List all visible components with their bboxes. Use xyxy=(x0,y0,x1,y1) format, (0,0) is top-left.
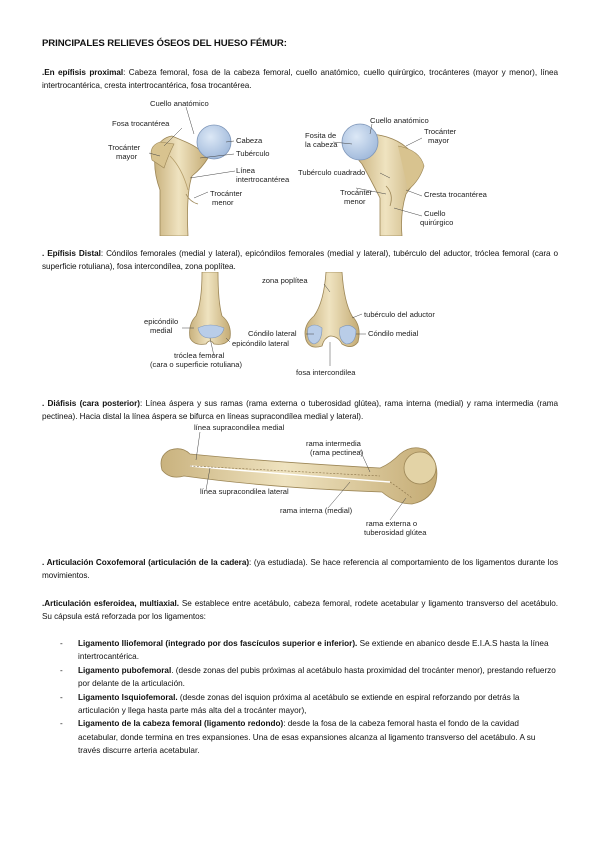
label-condilo-lateral: Cóndilo lateral xyxy=(248,329,297,338)
list-dash: - xyxy=(60,692,63,702)
label-rama-interna: rama interna (medial) xyxy=(280,506,353,515)
ligamento-text: (desde zonas del isquion próxima al acet… xyxy=(78,692,520,716)
epifisis-proximal-paragraph: .En epífisis proximal: Cabeza femoral, f… xyxy=(42,66,558,93)
label-cresta-trocanterea: Cresta trocantérea xyxy=(424,190,488,199)
label-cuello-quirurgico-1: Cuello xyxy=(424,209,446,218)
label-linea-supracondilea-lateral: línea supracondilea lateral xyxy=(200,487,289,496)
epifisis-distal-paragraph: . Epífisis Distal: Cóndilos femorales (m… xyxy=(42,247,558,274)
list-item: - Ligamento de la cabeza femoral (ligame… xyxy=(60,717,558,757)
label-rama-intermedia-1: rama intermedia xyxy=(306,439,362,448)
label-rama-intermedia-2: (rama pectinea) xyxy=(310,448,364,457)
epifisis-distal-heading: . Epífisis Distal xyxy=(42,249,101,258)
ligamento-text: . (desde zonas del pubis próximas al ace… xyxy=(78,665,556,689)
ligamentos-list: - Ligamento Iliofemoral (integrado por d… xyxy=(60,637,558,758)
label-troclea-2: (cara o superficie rotuliana) xyxy=(150,360,242,369)
label-epicondilo-medial-1: epicóndilo xyxy=(144,317,178,326)
ligamento-name: Ligamento Isquiofemoral. xyxy=(78,692,178,702)
articulacion-esferoidea-paragraph: .Articulación esferoidea, multiaxial. Se… xyxy=(42,597,558,624)
epifisis-proximal-text: : Cabeza femoral, fosa de la cabeza femo… xyxy=(42,68,559,91)
label-rama-externa-2: tuberosidad glútea xyxy=(364,528,427,537)
label-trocanter-menor-left-1: Trocánter xyxy=(210,189,243,198)
label-cuello-anatomico-left: Cuello anatómico xyxy=(150,99,209,108)
label-fosa-trocanterea: Fosa trocantérea xyxy=(112,119,170,128)
label-cuello-anatomico-right: Cuello anatómico xyxy=(370,116,429,125)
label-troclea-1: tróclea femoral xyxy=(174,351,225,360)
list-item: - Ligamento Iliofemoral (integrado por d… xyxy=(60,637,558,664)
distal-femur-anterior-illustration xyxy=(189,272,231,345)
distal-femur-figure: epicóndilo medial tróclea femoral (cara … xyxy=(144,272,435,377)
label-trocanter-menor-right-2: menor xyxy=(344,197,366,206)
label-epicondilo-lateral: epicóndilo lateral xyxy=(232,339,289,348)
ligamento-name: Ligamento de la cabeza femoral (ligament… xyxy=(78,719,284,729)
label-rama-externa-1: rama externa o xyxy=(366,519,417,528)
label-trocanter-mayor-left-1: Trocánter xyxy=(108,143,141,152)
label-zona-poplitea: zona poplítea xyxy=(262,276,308,285)
label-trocanter-mayor-right-2: mayor xyxy=(428,136,450,145)
list-dash: - xyxy=(60,665,63,675)
diafisis-heading: . Diáfisis (cara posterior) xyxy=(42,399,140,408)
label-cuello-quirurgico-2: quirúrgico xyxy=(420,218,453,227)
list-dash: - xyxy=(60,639,63,648)
label-fosita-2: la cabeza xyxy=(305,140,338,149)
label-trocanter-mayor-left-2: mayor xyxy=(116,152,138,161)
esferoidea-text: Se establece entre acetábulo, cabeza fem… xyxy=(42,599,558,622)
ligamento-text: : desde la fosa de la cabeza femoral has… xyxy=(78,719,536,756)
label-fosita-1: Fosita de xyxy=(305,131,336,140)
diafisis-text: : Línea áspera y sus ramas (rama externa… xyxy=(42,399,558,422)
label-tuberculo-cuadrado: Tubérculo cuadrado xyxy=(298,168,365,177)
distal-femur-posterior-illustration xyxy=(304,272,360,348)
list-item: - Ligamento pubofemoral. (desde zonas de… xyxy=(60,664,558,691)
list-dash: - xyxy=(60,719,63,729)
label-trocanter-mayor-right-1: Trocánter xyxy=(424,127,457,136)
label-linea-2: intertrocantérea xyxy=(236,175,290,184)
ligamento-text: Se extiende en abanico desde E.I.A.S has… xyxy=(78,639,549,662)
articulacion-heading: . Articulación Coxofemoral (articulación… xyxy=(42,558,250,567)
articulacion-coxofemoral-paragraph: . Articulación Coxofemoral (articulación… xyxy=(42,556,558,583)
esferoidea-heading: .Articulación esferoidea, multiaxial. xyxy=(42,599,179,608)
page-title: PRINCIPALES RELIEVES ÓSEOS DEL HUESO FÉM… xyxy=(42,38,287,49)
list-item: - Ligamento Isquiofemoral. (desde zonas … xyxy=(60,691,558,718)
epifisis-proximal-heading: .En epífisis proximal xyxy=(42,68,124,77)
label-epicondilo-medial-2: medial xyxy=(150,326,173,335)
diafisis-figure: línea supracondilea medial rama intermed… xyxy=(160,423,438,537)
posterior-femur-illustration xyxy=(341,123,425,236)
label-cabeza: Cabeza xyxy=(236,136,263,145)
anterior-femur-illustration xyxy=(150,124,232,236)
label-condilo-medial: Cóndilo medial xyxy=(368,329,419,338)
epifisis-distal-text: : Cóndilos femorales (medial y lateral),… xyxy=(42,249,558,272)
label-linea-supracondilea-medial: línea supracondilea medial xyxy=(194,423,285,432)
ligamento-name: Ligamento Iliofemoral (integrado por dos… xyxy=(78,639,358,648)
proximal-femur-figure: Cuello anatómico Fosa trocantérea Cabeza… xyxy=(108,99,488,236)
label-trocanter-menor-left-2: menor xyxy=(212,198,234,207)
articulacion-text: : (ya estudiada). Se hace referencia al … xyxy=(42,558,558,581)
femur-shaft-illustration xyxy=(160,447,438,505)
label-linea-1: Línea xyxy=(236,166,256,175)
label-tuberculo-aductor: tubérculo del aductor xyxy=(364,310,435,319)
label-fosa-intercondilea: fosa intercondilea xyxy=(296,368,356,377)
label-trocanter-menor-right-1: Trocánter xyxy=(340,188,373,197)
ligamento-name: Ligamento pubofemoral xyxy=(78,665,172,675)
diafisis-paragraph: . Diáfisis (cara posterior): Línea ásper… xyxy=(42,397,558,424)
label-tuberculo: Tubérculo xyxy=(236,149,270,158)
